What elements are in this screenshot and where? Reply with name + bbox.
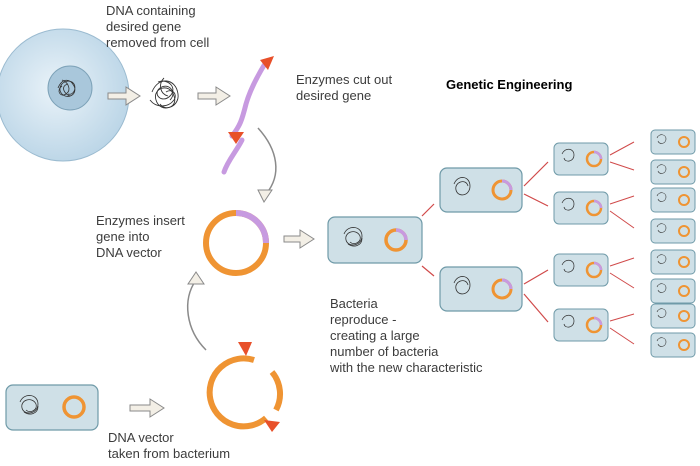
recombinant-plasmid-icon [203, 210, 269, 276]
bacterium-icon [650, 187, 696, 213]
enzyme-marker-icon [228, 132, 244, 144]
bacterium-icon [650, 159, 696, 185]
label-dna-containing: DNA containing desired gene removed from… [106, 3, 210, 50]
bacterium-icon [553, 142, 609, 176]
curved-arrow-up-icon [186, 271, 207, 351]
bacterium-icon [553, 253, 609, 287]
arrow-right-icon [197, 86, 231, 106]
bacterium-icon [439, 266, 523, 312]
arrow-right-icon [283, 229, 315, 249]
bacterium-icon [650, 129, 696, 155]
bacterium-icon [650, 249, 696, 275]
bacterium-icon [650, 303, 696, 329]
enzyme-marker-icon [264, 420, 280, 432]
curved-arrow-down-icon [257, 127, 277, 203]
nucleus-dna-tangle-icon [57, 79, 76, 97]
bacterium-icon [5, 384, 99, 431]
bacterium-icon [553, 191, 609, 225]
cut-gene-strand [221, 56, 274, 175]
label-enzymes-insert: Enzymes insert gene into DNA vector [96, 213, 185, 260]
enzyme-marker-icon [238, 342, 252, 356]
cut-vector-plasmid-icon [206, 342, 284, 432]
division-lines [523, 161, 549, 323]
bacterium-icon [553, 308, 609, 342]
label-dna-vector: DNA vector taken from bacterium [108, 430, 231, 461]
bacterium-icon [439, 167, 523, 213]
diagram-title: Genetic Engineering [446, 77, 573, 92]
arrow-right-icon [129, 398, 165, 418]
bacterium-icon [650, 218, 696, 244]
bacterium-icon [650, 278, 696, 304]
bacterium-icon [327, 216, 423, 264]
host-cell-icon [0, 28, 130, 162]
division-lines [421, 203, 435, 277]
arrow-right-icon [107, 86, 141, 106]
label-bacteria-reproduce: Bacteria reproduce - creating a large nu… [330, 296, 483, 375]
label-enzymes-cut: Enzymes cut out desired gene [296, 72, 393, 103]
dna-tangle-icon [149, 77, 179, 109]
division-lines [609, 141, 635, 345]
enzyme-marker-icon [260, 56, 274, 70]
bacterium-icon [650, 332, 696, 358]
